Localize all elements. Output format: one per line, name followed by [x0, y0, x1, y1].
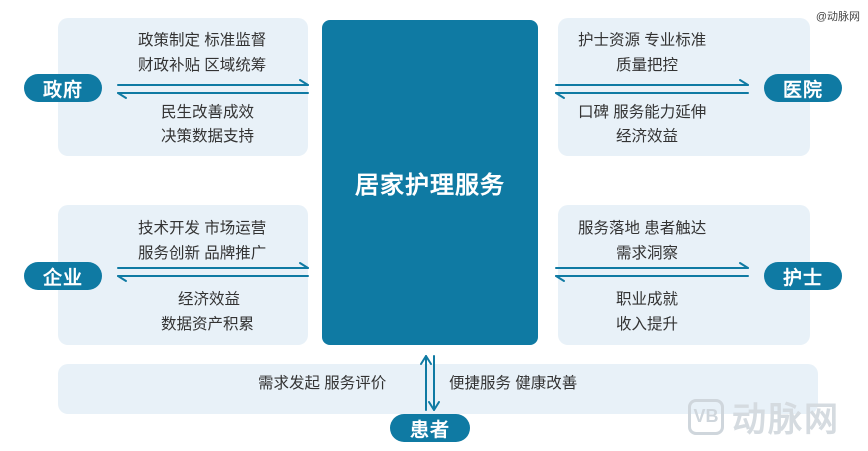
watermark-bottom: VB 动脉网	[688, 392, 840, 441]
government-outbound-line-2: 财政补贴 区域统筹	[138, 57, 267, 74]
center-node: 居家护理服务	[322, 20, 538, 345]
nurse-outbound-line-2: 需求洞察	[616, 245, 679, 262]
government-arrow-pair	[117, 79, 309, 99]
hospital-arrow-pair	[555, 79, 749, 99]
watermark-name: 动脉网	[732, 401, 840, 439]
hospital-inbound-line-1: 口碑 服务能力延伸	[578, 104, 707, 121]
hospital-inbound-line-2: 经济效益	[616, 128, 679, 145]
hospital-badge: 医院	[764, 74, 842, 102]
nurse-inbound-line-1: 职业成就	[616, 291, 679, 308]
patient-badge: 患者	[390, 414, 470, 442]
brand-logo-icon: VB	[688, 398, 724, 435]
patient-inbound: 便捷服务 健康改善	[449, 375, 578, 392]
patient-outbound: 需求发起 服务评价	[258, 375, 387, 392]
nurse-outbound-line-1: 服务落地 患者触达	[578, 220, 707, 237]
nurse-inbound-line-2: 收入提升	[616, 316, 679, 333]
nurse-arrow-pair	[555, 262, 749, 282]
center-label: 居家护理服务	[355, 172, 505, 199]
nurse-badge: 护士	[764, 262, 842, 290]
enterprise-badge: 企业	[24, 262, 102, 290]
enterprise-outbound-line-1: 技术开发 市场运营	[138, 220, 267, 237]
enterprise-arrow-pair	[117, 262, 309, 282]
enterprise-inbound-line-1: 经济效益	[178, 291, 241, 308]
hospital-outbound-line-2: 质量把控	[616, 57, 679, 74]
government-inbound-line-2: 决策数据支持	[161, 128, 255, 145]
hospital-outbound-line-1: 护士资源 专业标准	[578, 32, 707, 49]
watermark-top: @动脉网	[815, 11, 860, 23]
patient-arrow-pair	[420, 355, 440, 411]
government-badge: 政府	[24, 74, 102, 102]
enterprise-outbound-line-2: 服务创新 品牌推广	[138, 245, 267, 262]
government-inbound-line-1: 民生改善成效	[161, 104, 255, 121]
government-outbound-line-1: 政策制定 标准监督	[138, 32, 267, 49]
enterprise-inbound-line-2: 数据资产积累	[161, 316, 255, 333]
